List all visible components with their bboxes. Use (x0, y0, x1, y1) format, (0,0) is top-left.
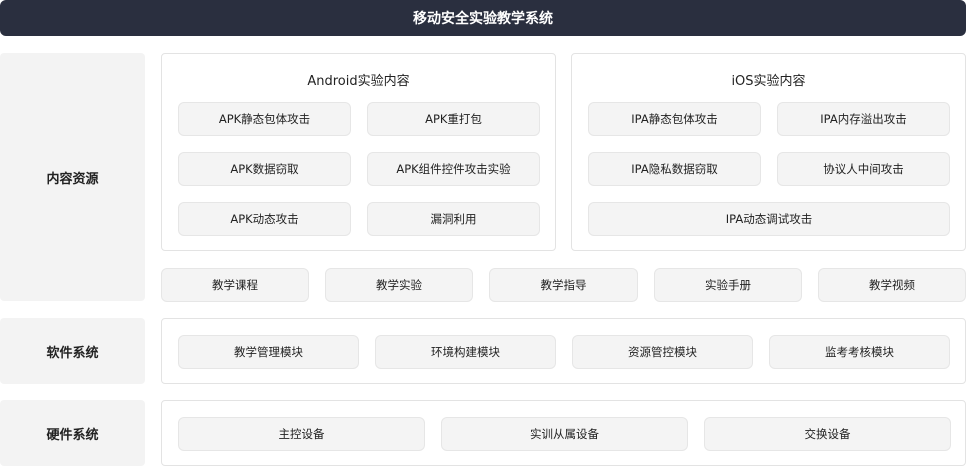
teaching-course: 教学课程 (161, 268, 309, 302)
android-item-vuln-exploit: 漏洞利用 (367, 202, 540, 236)
label-content-resources: 内容资源 (0, 53, 145, 301)
android-item-static-attack: APK静态包体攻击 (178, 102, 351, 136)
ios-item-memory-overflow: IPA内存溢出攻击 (777, 102, 950, 136)
android-panel-title: Android实验内容 (307, 74, 410, 89)
software-panel: 教学管理模块 环境构建模块 资源管控模块 监考考核模块 (161, 318, 966, 384)
teaching-guidance: 教学指导 (489, 268, 638, 302)
hardware-panel: 主控设备 实训从属设备 交换设备 (161, 400, 966, 466)
ios-panel: iOS实验内容 IPA静态包体攻击 IPA内存溢出攻击 IPA隐私数据窃取 协议… (571, 53, 966, 251)
ios-item-privacy-theft: IPA隐私数据窃取 (588, 152, 761, 186)
hardware-master-device: 主控设备 (178, 417, 425, 451)
android-item-data-theft: APK数据窃取 (178, 152, 351, 186)
software-env-build: 环境构建模块 (375, 335, 556, 369)
ios-item-dynamic-debug: IPA动态调试攻击 (588, 202, 950, 236)
software-resource-control: 资源管控模块 (572, 335, 753, 369)
ios-panel-title: iOS实验内容 (731, 74, 806, 89)
teaching-video: 教学视频 (818, 268, 966, 302)
android-item-dynamic-attack: APK动态攻击 (178, 202, 351, 236)
android-item-repackage: APK重打包 (367, 102, 540, 136)
system-title: 移动安全实验教学系统 (0, 0, 966, 36)
android-panel: Android实验内容 APK静态包体攻击 APK重打包 APK数据窃取 APK… (161, 53, 556, 251)
software-exam-monitor: 监考考核模块 (769, 335, 950, 369)
software-teaching-management: 教学管理模块 (178, 335, 359, 369)
hardware-switch-device: 交换设备 (704, 417, 951, 451)
ios-item-mitm-attack: 协议人中间攻击 (777, 152, 950, 186)
android-item-component-attack: APK组件控件攻击实验 (367, 152, 540, 186)
teaching-experiment: 教学实验 (325, 268, 473, 302)
label-software-system: 软件系统 (0, 318, 145, 384)
ios-item-static-attack: IPA静态包体攻击 (588, 102, 761, 136)
hardware-slave-device: 实训从属设备 (441, 417, 688, 451)
label-hardware-system: 硬件系统 (0, 400, 145, 466)
experiment-manual: 实验手册 (654, 268, 802, 302)
